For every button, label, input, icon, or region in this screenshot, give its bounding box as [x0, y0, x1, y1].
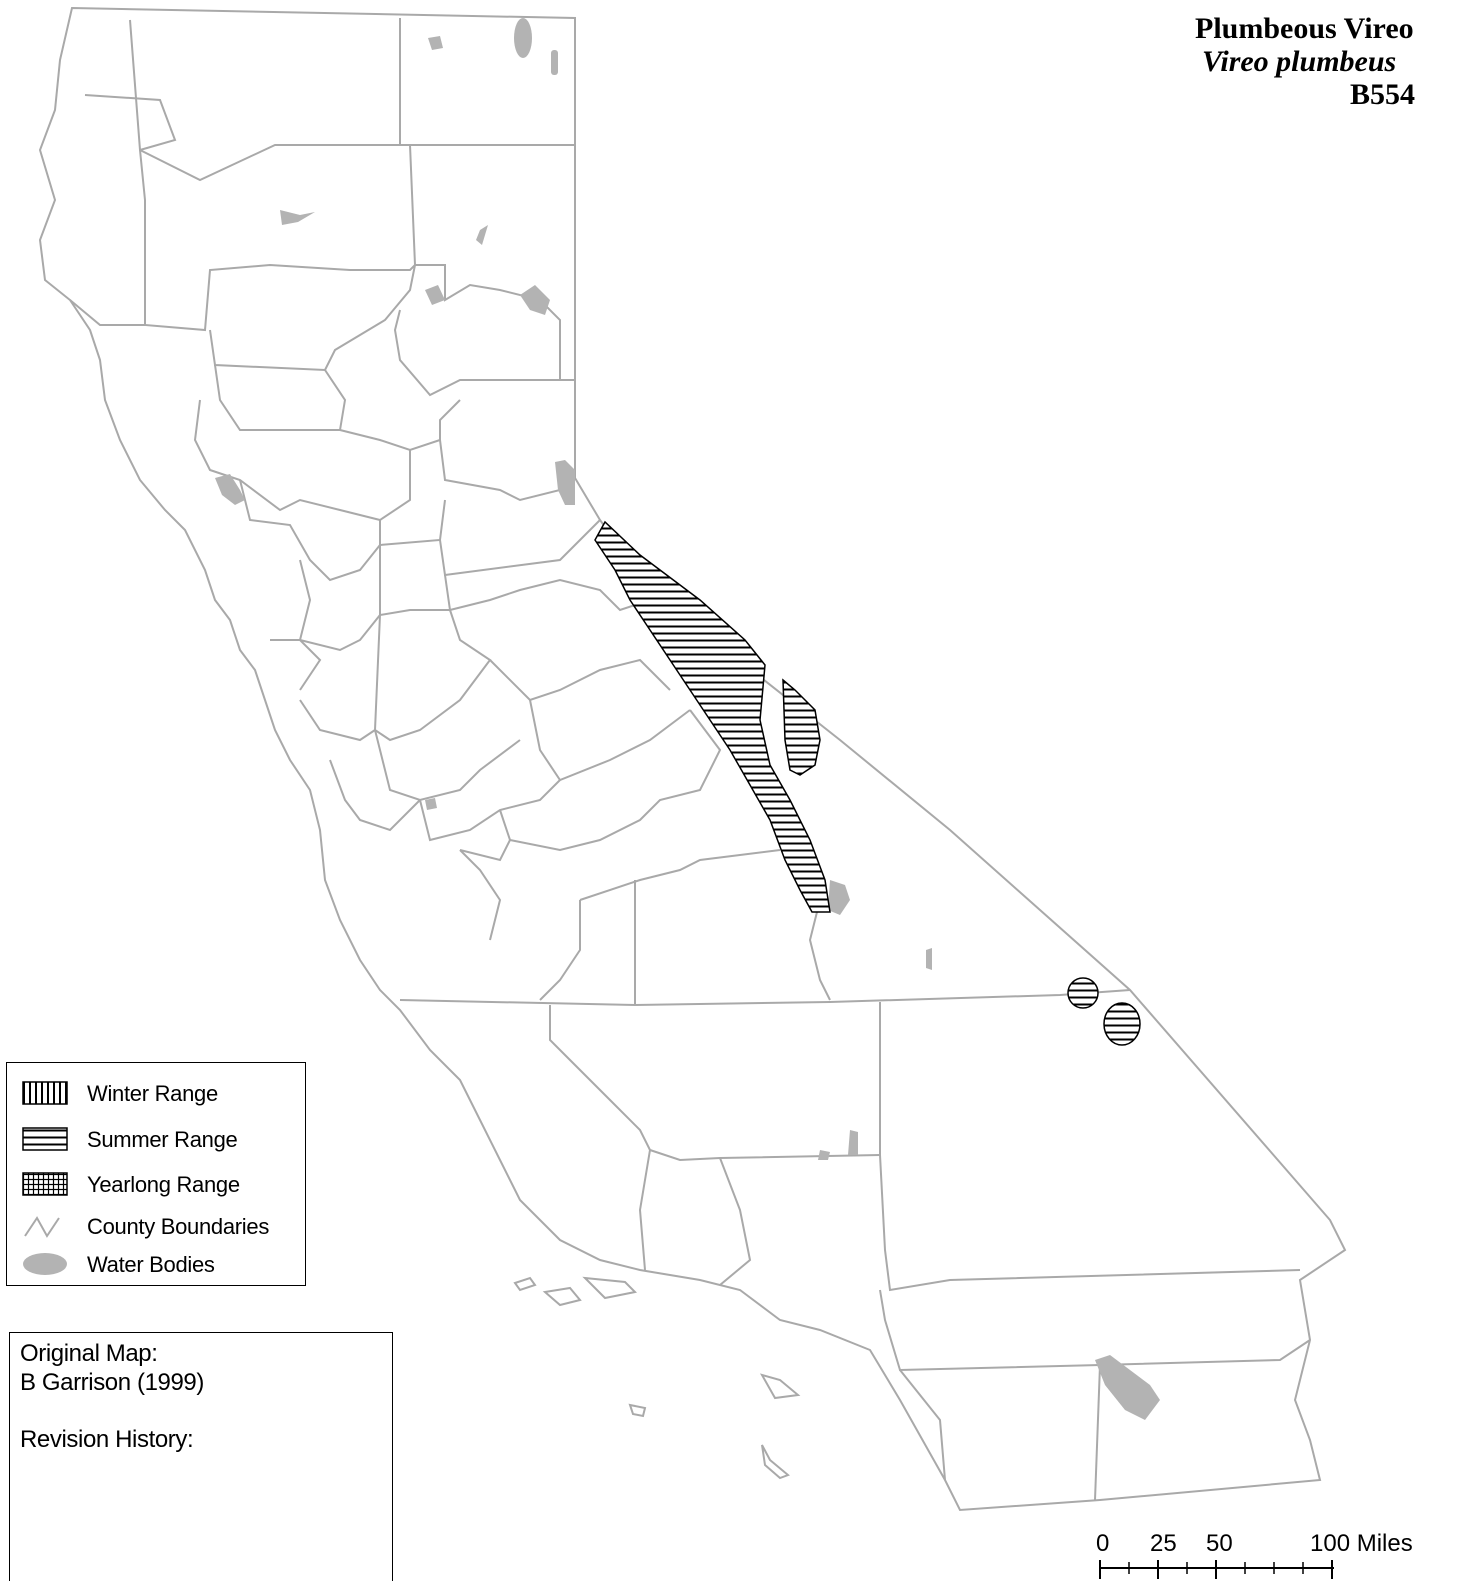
- summer-range-main: [594, 520, 831, 913]
- water-body-swatch-icon: [23, 1253, 67, 1275]
- summer-range-areas: [594, 520, 1141, 1046]
- legend-item-summer: Summer Range: [7, 1121, 305, 1155]
- legend-label: Yearlong Range: [87, 1172, 240, 1197]
- scale-bar-ticks: [1099, 1560, 1334, 1579]
- scale-label-25: 25: [1150, 1530, 1177, 1557]
- species-common-name: Plumbeous Vireo: [1195, 12, 1414, 45]
- county-boundaries: [69, 18, 1311, 1501]
- legend-item-winter: Winter Range: [7, 1075, 305, 1109]
- yearlong-range-swatch-icon: [22, 1172, 68, 1196]
- summer-range-spot-2: [1103, 1002, 1141, 1046]
- legend-item-water: Water Bodies: [7, 1246, 305, 1280]
- legend: Winter Range Summer Range Yearlong Range…: [6, 1062, 306, 1286]
- winter-range-swatch-icon: [22, 1081, 68, 1105]
- scale-bar: 0 25 50 100 Miles: [1088, 1530, 1457, 1579]
- state-outline: [38, 6, 1347, 1512]
- channel-islands: [513, 1276, 801, 1480]
- scale-label-50: 50: [1206, 1530, 1233, 1557]
- legend-label: Water Bodies: [87, 1252, 215, 1277]
- legend-item-yearlong: Yearlong Range: [7, 1166, 305, 1200]
- species-code: B554: [1350, 78, 1416, 111]
- summer-range-spot-1: [1067, 977, 1099, 1009]
- legend-item-county: County Boundaries: [7, 1208, 305, 1242]
- scale-label-0: 0: [1096, 1530, 1110, 1557]
- original-map-label: Original Map:: [20, 1340, 158, 1367]
- revision-history-label: Revision History:: [20, 1426, 194, 1453]
- legend-label: Winter Range: [87, 1081, 218, 1106]
- legend-label: Summer Range: [87, 1127, 238, 1152]
- summer-range-swatch-icon: [22, 1127, 68, 1151]
- species-scientific-name: Vireo plumbeus: [1202, 45, 1397, 78]
- scale-label-100: 100 Miles: [1310, 1530, 1413, 1557]
- map-title: Plumbeous Vireo Vireo plumbeus B554: [1150, 12, 1457, 112]
- legend-label: County Boundaries: [87, 1214, 270, 1239]
- county-boundary-line-icon: [24, 1216, 60, 1238]
- map-info-box: Original Map: B Garrison (1999) Revision…: [9, 1332, 393, 1581]
- summer-range-east: [782, 678, 821, 776]
- original-map-author: B Garrison (1999): [20, 1369, 204, 1396]
